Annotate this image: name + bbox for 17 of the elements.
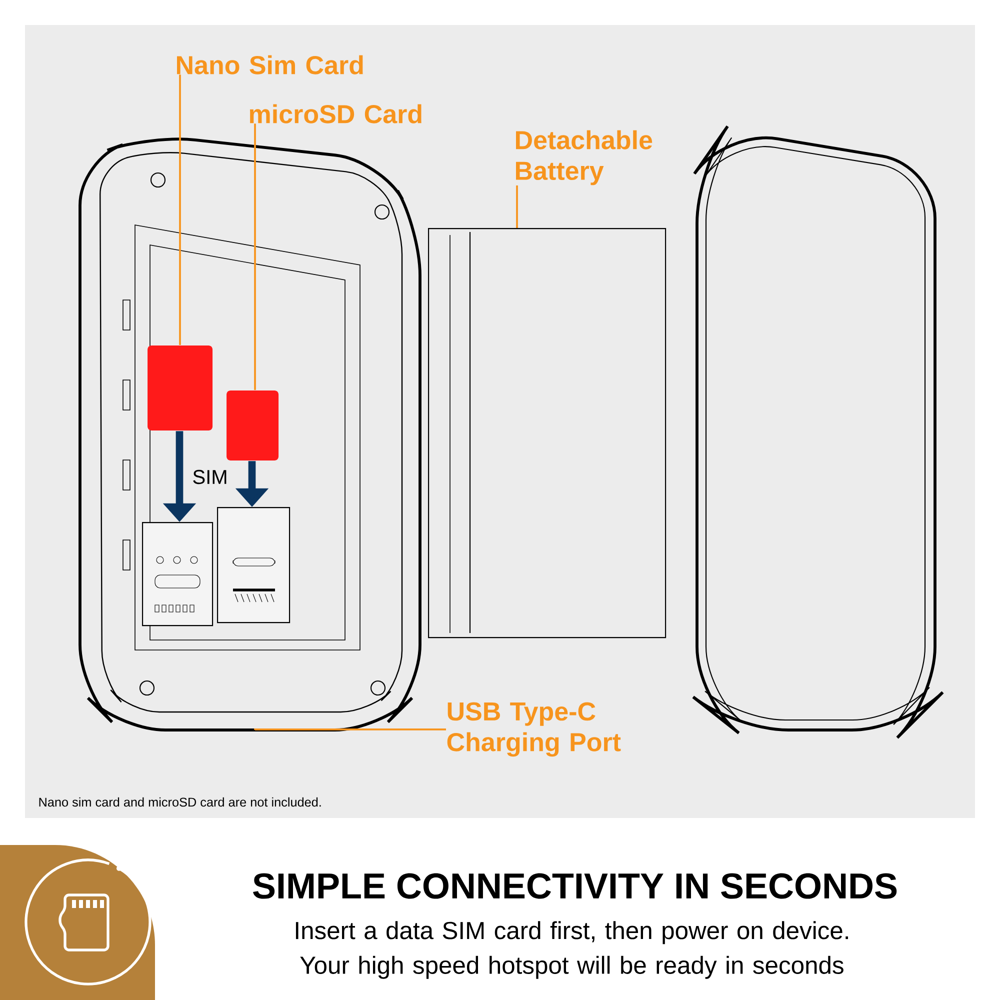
callout-label: USB Type-C Charging Port [447, 702, 621, 757]
leader-line [254, 124, 256, 390]
leader-line [179, 74, 181, 345]
title: SIMPLE CONNECTIVITY IN SECONDS [253, 873, 897, 899]
caption: Insert a data SIM card first, then power on device. Your high speed hotspot will be ready in seconds [296, 921, 848, 979]
callout-label: microSD Card [250, 104, 422, 124]
microsd-card [226, 390, 279, 461]
leader-line [516, 185, 518, 228]
sim-card [148, 346, 213, 431]
battery [428, 228, 666, 638]
sim-slot [142, 522, 214, 626]
printed-label: SIM [193, 470, 226, 484]
note-text: Nano sim card and microSD card are not included. [39, 797, 321, 807]
callout-label: Nano Sim Card [177, 55, 363, 74]
callout-label: Detachable Battery [516, 130, 652, 186]
microsd-slot [217, 507, 290, 624]
leader-line [254, 728, 446, 731]
